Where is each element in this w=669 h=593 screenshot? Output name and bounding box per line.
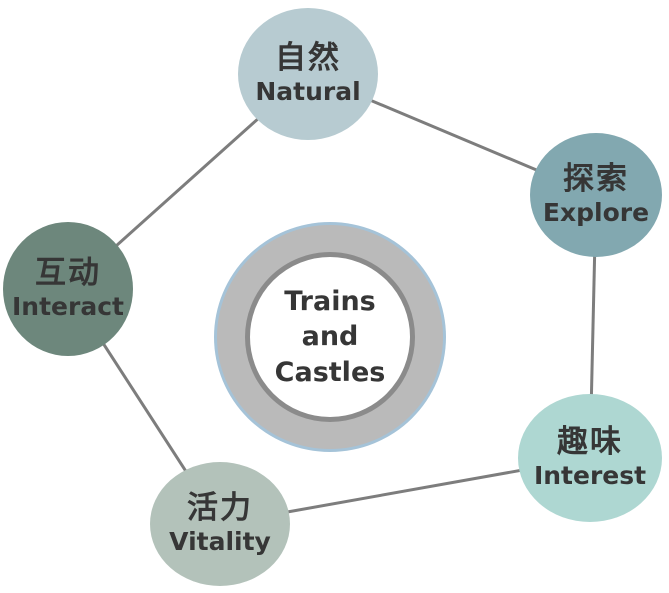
node-natural: 自然 Natural [238, 8, 378, 140]
node-natural-label-zh: 自然 [275, 39, 341, 76]
center-node-label: Trains and Castles [274, 286, 386, 388]
node-interact: 互动 Interact [3, 222, 133, 356]
node-interest: 趣味 Interest [518, 394, 662, 522]
node-explore-label-en: Explore [542, 198, 650, 228]
node-explore: 探索 Explore [530, 133, 662, 257]
node-vitality-label-en: Vitality [169, 527, 271, 557]
center-node: Trains and Castles [245, 252, 415, 422]
node-natural-label-en: Natural [255, 77, 361, 107]
center-node-outer-ring: Trains and Castles [214, 222, 446, 452]
node-interest-label-zh: 趣味 [557, 423, 623, 460]
node-explore-label-zh: 探索 [563, 160, 629, 197]
node-interest-label-en: Interest [533, 461, 647, 491]
node-interact-label-zh: 互动 [35, 254, 101, 291]
node-vitality-label-zh: 活力 [187, 489, 253, 526]
node-interact-label-en: Interact [12, 292, 124, 322]
node-vitality: 活力 Vitality [150, 462, 290, 586]
